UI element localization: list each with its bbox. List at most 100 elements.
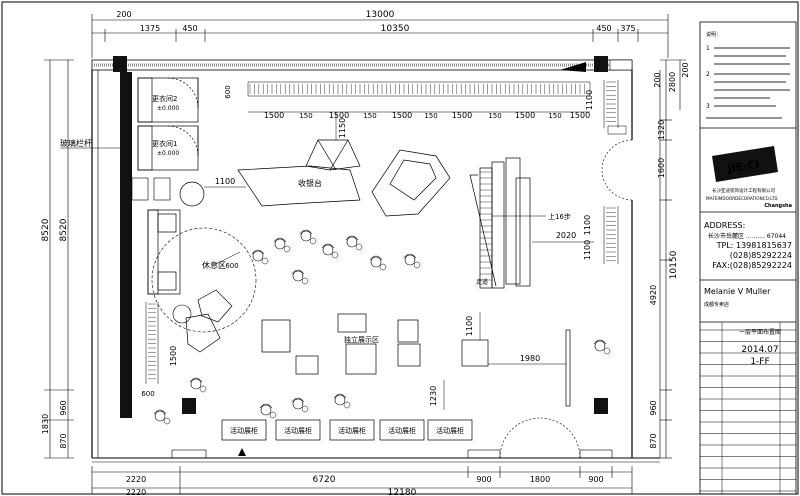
rest-area-boundary — [151, 227, 257, 333]
display-stands — [261, 313, 489, 375]
dim-shelf-gap-1: 150 — [299, 112, 312, 120]
project-cn: 成都专卖店 — [704, 301, 729, 308]
title-block — [699, 21, 797, 495]
dim-right-top-3: 200 — [681, 62, 690, 77]
tel: TPL: 13981815637 — [716, 241, 792, 250]
fax: FAX:(028)85292224 — [712, 261, 792, 270]
project-name: Melanie V Muller — [704, 287, 771, 296]
dim-cashier-1150: 1150 — [338, 118, 347, 138]
dim-shelf-6: 1500 — [570, 111, 590, 120]
dim-display-1980: 1980 — [520, 354, 540, 363]
right-dimension-lines — [660, 59, 686, 459]
activity-cabinets — [221, 419, 473, 441]
dim-left-3: 960 — [59, 400, 68, 415]
dim-right-6: 10150 — [669, 250, 679, 279]
dim-right-top-2: 2800 — [668, 72, 677, 92]
dim-bottom-5: 900 — [588, 475, 603, 484]
level-fitting-room-2: ±0.000 — [157, 105, 179, 112]
round-table — [179, 181, 205, 207]
title-block-rows — [700, 322, 796, 494]
left-rail-hangers — [148, 303, 156, 379]
label-cashier: 收银台 — [298, 178, 322, 188]
label-stairs: 上16步 — [548, 212, 571, 221]
dim-left-4: 870 — [59, 433, 68, 448]
dim-bottom-4: 1800 — [530, 475, 550, 484]
address-label: ADDRESS: — [704, 221, 745, 230]
glass-railing-wall — [120, 72, 132, 418]
note-1: 1 — [706, 45, 710, 52]
dim-shelf-3: 1500 — [392, 111, 412, 120]
bottom-dimension-lines — [91, 466, 633, 494]
dim-top-seg-2: 1375 — [140, 24, 160, 33]
column-right — [594, 398, 608, 414]
company-city: Changsha — [764, 203, 792, 209]
phone: (028)85292224 — [730, 251, 792, 260]
label-corridor: 走道 — [476, 278, 488, 286]
dim-left-2: 8520 — [59, 218, 69, 241]
fitting-room-1 — [137, 125, 199, 171]
dim-cashier-1100: 1100 — [215, 177, 235, 186]
address-value: 长沙市岳麓区 .......... 67044 — [708, 232, 786, 240]
side-table — [172, 304, 192, 324]
dim-shelf-gap-2: 150 — [363, 112, 376, 120]
note-2: 2 — [706, 71, 710, 78]
entry-arrow — [238, 448, 246, 456]
company-en: MAFEIMDOORDECORATIONCO.LTD — [706, 196, 778, 201]
dim-right-top-1: 200 — [653, 72, 662, 87]
dim-right-7: 4920 — [649, 285, 658, 305]
dim-right-4: 1100 — [583, 215, 592, 235]
rail-hangers — [249, 84, 585, 94]
right-hanging-rail — [603, 80, 627, 135]
dim-shelf-1: 1500 — [264, 111, 284, 120]
column-left — [182, 398, 196, 414]
stair-steps — [480, 171, 492, 281]
dim-fitting-600: 600 — [224, 85, 232, 98]
cashier-counter — [237, 139, 361, 207]
drawing-date: 2014.07 — [741, 345, 778, 355]
dim-right-3: 1600 — [657, 158, 666, 178]
left-bottom-rail — [145, 302, 159, 384]
dim-right-8: 960 — [649, 400, 658, 415]
dim-shelf-gap-5: 150 — [548, 112, 561, 120]
bottom-entrance — [171, 417, 613, 459]
label-fitting-room-1: 更衣间1 — [152, 139, 177, 148]
dim-right-2: 1320 — [657, 120, 666, 140]
dim-shelf-gap-4: 150 — [488, 112, 501, 120]
notes-title: 说明： — [706, 31, 721, 38]
dim-display-1230: 1230 — [429, 386, 438, 406]
company-cn: 长沙亚迪装饰设计工程有限公司 — [712, 187, 775, 194]
cabinet-label-5: 活动展柜 — [436, 426, 464, 435]
note-3: 3 — [706, 103, 710, 110]
dim-top-seg-5: 450 — [596, 24, 611, 33]
left-dimension-lines — [44, 59, 74, 459]
dim-right-5: 1100 — [583, 240, 592, 260]
label-glass-railing: 玻璃栏杆 — [60, 138, 92, 148]
label-fitting-room-2: 更衣间2 — [152, 94, 177, 103]
dim-left-600b: 600 — [225, 262, 238, 270]
dim-bottom-2: 6720 — [313, 475, 336, 485]
armchairs — [185, 289, 233, 353]
dim-shelf-4: 1500 — [452, 111, 472, 120]
dim-bottom-3: 900 — [476, 475, 491, 484]
staircase — [469, 157, 531, 289]
fitting-room-2 — [137, 77, 199, 123]
cabinet-label-4: 活动展柜 — [388, 426, 416, 435]
dim-top-seg-3: 450 — [182, 24, 197, 33]
svg-text:JIE·CI: JIE·CI — [726, 158, 761, 175]
drawing-no: 1-FF — [750, 357, 769, 367]
dim-shelf-5: 1500 — [515, 111, 535, 120]
dim-bottom-left: 2220 — [126, 488, 146, 496]
top-hanging-rails — [247, 81, 591, 97]
top-wall — [91, 56, 633, 72]
label-rest-area: 休息区 — [202, 260, 226, 270]
dim-left-600a: 600 — [141, 390, 154, 398]
cabinet-label-1: 活动展柜 — [230, 426, 258, 435]
left-shelf — [131, 177, 171, 201]
chair-clusters — [153, 229, 611, 425]
dim-display-1100: 1100 — [465, 316, 474, 336]
dim-top-total: 13000 — [366, 10, 395, 20]
right-partition — [565, 329, 571, 407]
dim-shelf-2: 1500 — [329, 111, 349, 120]
